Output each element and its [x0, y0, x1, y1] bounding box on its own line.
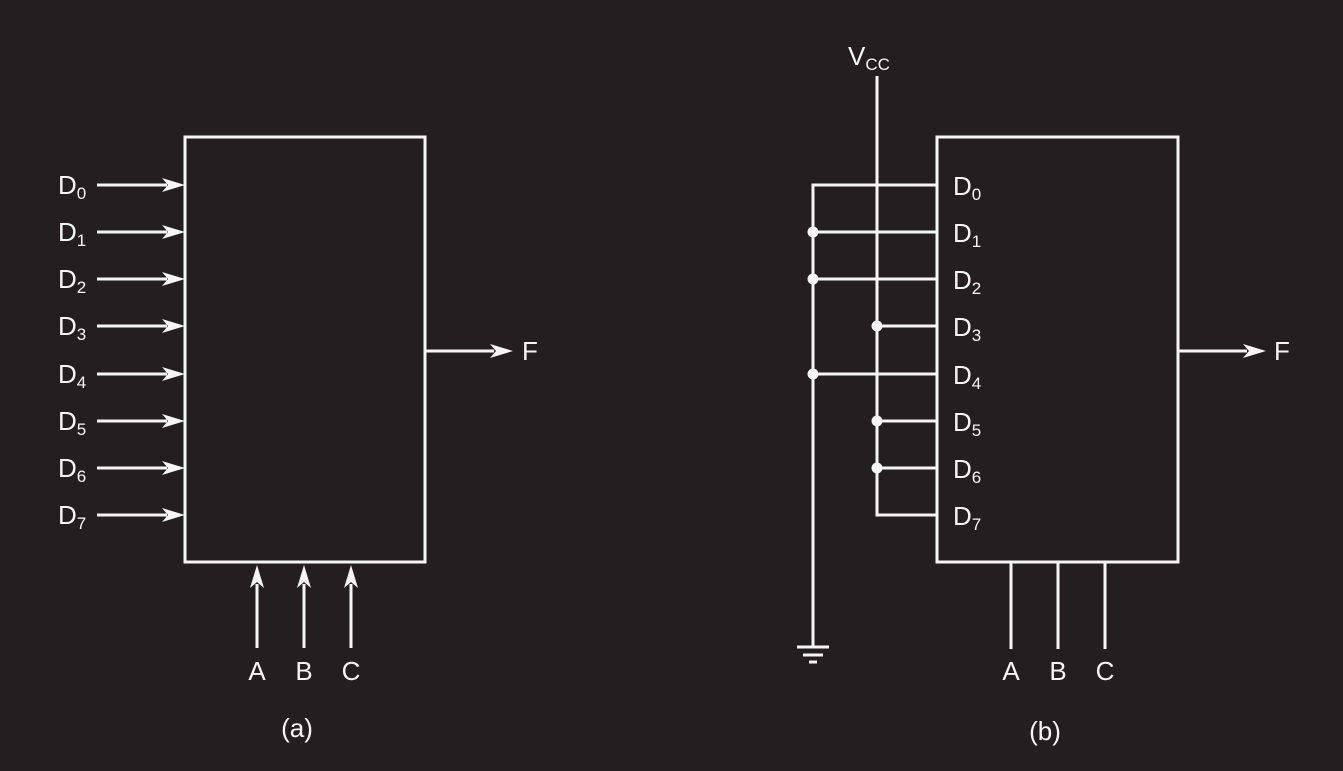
mux-a-input-arrow-d2	[97, 272, 185, 286]
mux-a-input-arrow-d7	[97, 508, 185, 522]
mux-a-input-arrow-d5	[97, 414, 185, 428]
mux-a-input-arrow-d0	[97, 178, 185, 192]
mux-b-input-label-d0: D0	[953, 171, 981, 203]
junction-dot-d3	[871, 320, 883, 332]
label-base: D	[953, 360, 972, 390]
caption-b: (b)	[1029, 716, 1061, 746]
junction-dot-d6	[871, 462, 883, 474]
mux-b-input-label-d7: D7	[953, 501, 981, 533]
mux-b-select-label-a: A	[1002, 656, 1020, 686]
mux-b-select-label-c: C	[1095, 656, 1115, 686]
label-base: D	[58, 453, 77, 483]
label-subscript: 1	[76, 231, 87, 250]
mux-b-input-label-d3: D3	[953, 312, 981, 344]
label-base: D	[58, 170, 77, 200]
mux-b-output-arrow	[1178, 344, 1266, 358]
label-subscript: CC	[865, 55, 890, 74]
label-subscript: 2	[76, 278, 87, 297]
mux-a-select-arrow-c	[344, 565, 358, 648]
label-subscript: 5	[971, 421, 982, 440]
label-subscript: 7	[971, 515, 982, 534]
label-base: D	[58, 500, 77, 530]
label-base: D	[58, 406, 77, 436]
mux-a-graphics	[97, 135, 513, 648]
label-subscript: 3	[971, 326, 982, 345]
label-base: D	[58, 264, 77, 294]
label-base: D	[58, 217, 77, 247]
mux-a-input-label-d1: D1	[58, 217, 86, 249]
label-base: D	[58, 359, 77, 389]
label-base: D	[953, 312, 972, 342]
mux-a-input-label-d6: D6	[58, 453, 86, 485]
mux-a-select-arrow-a	[250, 565, 264, 648]
ground-symbol	[797, 645, 829, 664]
label-subscript: 6	[971, 468, 982, 487]
label-subscript: 2	[971, 279, 982, 298]
mux-a-input-label-d4: D4	[58, 359, 86, 391]
label-subscript: 4	[76, 373, 87, 392]
label-base: D	[953, 218, 972, 248]
junction-dot-d4	[807, 368, 819, 380]
mux-a-output-label: F	[522, 336, 538, 366]
label-subscript: 5	[76, 420, 87, 439]
label-base: D	[953, 171, 972, 201]
mux-a-input-label-d0: D0	[58, 170, 86, 202]
mux-b-output-label: F	[1274, 336, 1290, 366]
label-base: D	[58, 311, 77, 341]
mux-a-select-arrow-b	[297, 565, 311, 648]
mux-b-input-label-d6: D6	[953, 454, 981, 486]
mux-b-input-label-d5: D5	[953, 407, 981, 439]
label-subscript: 0	[971, 185, 982, 204]
mux-a-input-arrow-d4	[97, 367, 185, 381]
junction-dot-d2	[807, 273, 819, 285]
mux-a-input-label-d2: D2	[58, 264, 86, 296]
label-subscript: 1	[971, 232, 982, 251]
mux-a-box	[183, 135, 427, 564]
caption-a: (a)	[281, 713, 313, 743]
junction-dot-d1	[807, 226, 819, 238]
label-base: D	[953, 501, 972, 531]
label-subscript: 4	[971, 374, 982, 393]
vcc-label: VCC	[848, 41, 890, 73]
mux-b-input-label-d4: D4	[953, 360, 981, 392]
label-base: V	[848, 41, 866, 71]
label-base: D	[953, 454, 972, 484]
label-base: D	[953, 265, 972, 295]
junction-dot-d5	[871, 415, 883, 427]
mux-a-select-label-a: A	[248, 656, 266, 686]
mux-b-select-label-b: B	[1049, 656, 1067, 686]
mux-a-input-label-d7: D7	[58, 500, 86, 532]
mux-a-select-label-c: C	[341, 656, 361, 686]
label-base: D	[953, 407, 972, 437]
mux-a-input-arrow-d6	[97, 461, 185, 475]
mux-b-input-label-d1: D1	[953, 218, 981, 250]
mux-a-input-arrow-d1	[97, 225, 185, 239]
mux-a-output-arrow	[425, 344, 513, 358]
label-subscript: 0	[76, 184, 87, 203]
label-subscript: 3	[76, 325, 87, 344]
mux-a-input-arrow-d3	[97, 319, 185, 333]
mux-a-input-label-d5: D5	[58, 406, 86, 438]
mux-a-select-label-b: B	[295, 656, 313, 686]
label-subscript: 7	[76, 514, 87, 533]
label-subscript: 6	[76, 467, 87, 486]
mux-b-input-label-d2: D2	[953, 265, 981, 297]
mux-a-input-label-d3: D3	[58, 311, 86, 343]
mux-b-graphics	[797, 76, 1266, 664]
